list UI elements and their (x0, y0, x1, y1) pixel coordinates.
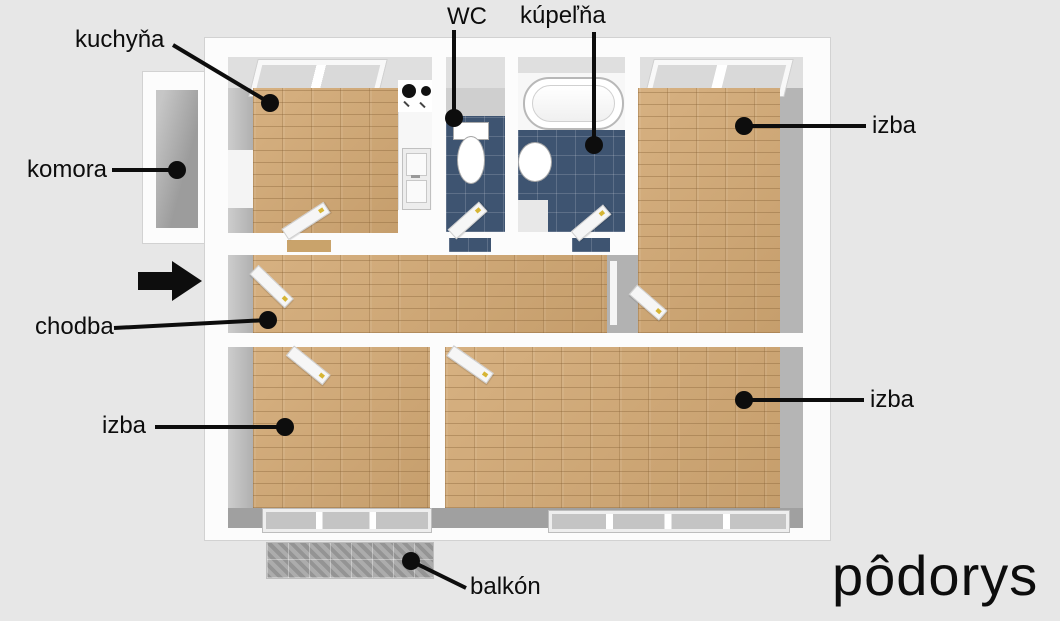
kitchen-label: kuchyňa (75, 26, 165, 53)
kitchen-sink (402, 148, 431, 210)
wall-bottom-rooms (430, 347, 445, 508)
bottom-right-room-floor (445, 347, 780, 508)
stove (398, 80, 432, 112)
bathtub (523, 77, 624, 130)
wall-wc-bathroom (505, 57, 518, 235)
stove-burner-icon (402, 84, 416, 98)
sink-basin (406, 153, 427, 176)
bathroom-door-threshold (572, 238, 610, 252)
stove-knob-icon (403, 100, 410, 108)
stove-knob-icon (419, 101, 426, 109)
east-wall-face (780, 88, 803, 508)
balcony-label: balkón (470, 573, 541, 600)
wall-bathroom-room (625, 57, 640, 255)
bottom-left-room-label: izba (102, 412, 147, 439)
bathtub-basin (532, 85, 615, 122)
bathroom-label: kúpeľňa (520, 2, 606, 29)
hallway-bottom-wall (228, 333, 803, 347)
wall-kitchen-wc (432, 57, 446, 235)
pantry-door-opening (228, 150, 253, 208)
bathroom-basin (518, 142, 552, 182)
faucet-icon (411, 175, 420, 178)
bathroom-floor-notch (518, 200, 548, 232)
page-title: pôdorys (832, 544, 1039, 607)
wc-door-threshold (449, 238, 491, 252)
wc-label: WC (447, 3, 487, 30)
bottom-right-room-window (549, 511, 789, 532)
hallway-label: chodba (35, 313, 114, 340)
bottom-left-room-floor (253, 347, 430, 508)
balcony-floor (266, 542, 434, 579)
wc-wall-face (446, 88, 505, 116)
hallway-floor (253, 255, 607, 333)
wc-toilet-bowl (457, 136, 485, 184)
sink-basin (406, 180, 427, 203)
pantry-floor (156, 90, 198, 228)
top-right-room-label: izba (872, 112, 917, 139)
pantry-label: komora (27, 156, 108, 183)
stove-burner-icon (421, 86, 431, 96)
entrance-arrow-icon (138, 261, 202, 301)
kitchen-door-threshold (287, 240, 331, 252)
balcony-door-window (263, 509, 431, 532)
top-right-room-floor (638, 88, 780, 333)
bottom-right-room-label: izba (870, 386, 915, 413)
top-right-room-door-jamb (610, 261, 617, 325)
